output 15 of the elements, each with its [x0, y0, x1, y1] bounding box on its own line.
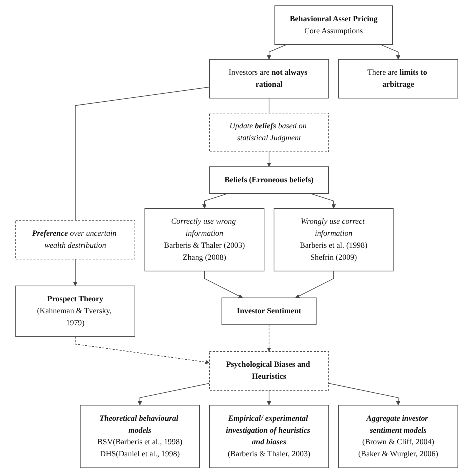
arrow	[73, 259, 78, 286]
arrow	[75, 336, 210, 364]
arrow	[202, 193, 228, 209]
arrow	[380, 44, 401, 60]
arrow	[138, 383, 210, 406]
arrow	[328, 383, 401, 406]
connector	[75, 86, 210, 221]
arrow	[267, 390, 272, 406]
arrow	[204, 270, 244, 298]
arrow	[267, 152, 272, 168]
arrow	[310, 193, 336, 209]
arrow	[267, 44, 288, 60]
connector	[268, 98, 270, 114]
arrow	[296, 270, 334, 298]
arrow	[267, 324, 272, 352]
